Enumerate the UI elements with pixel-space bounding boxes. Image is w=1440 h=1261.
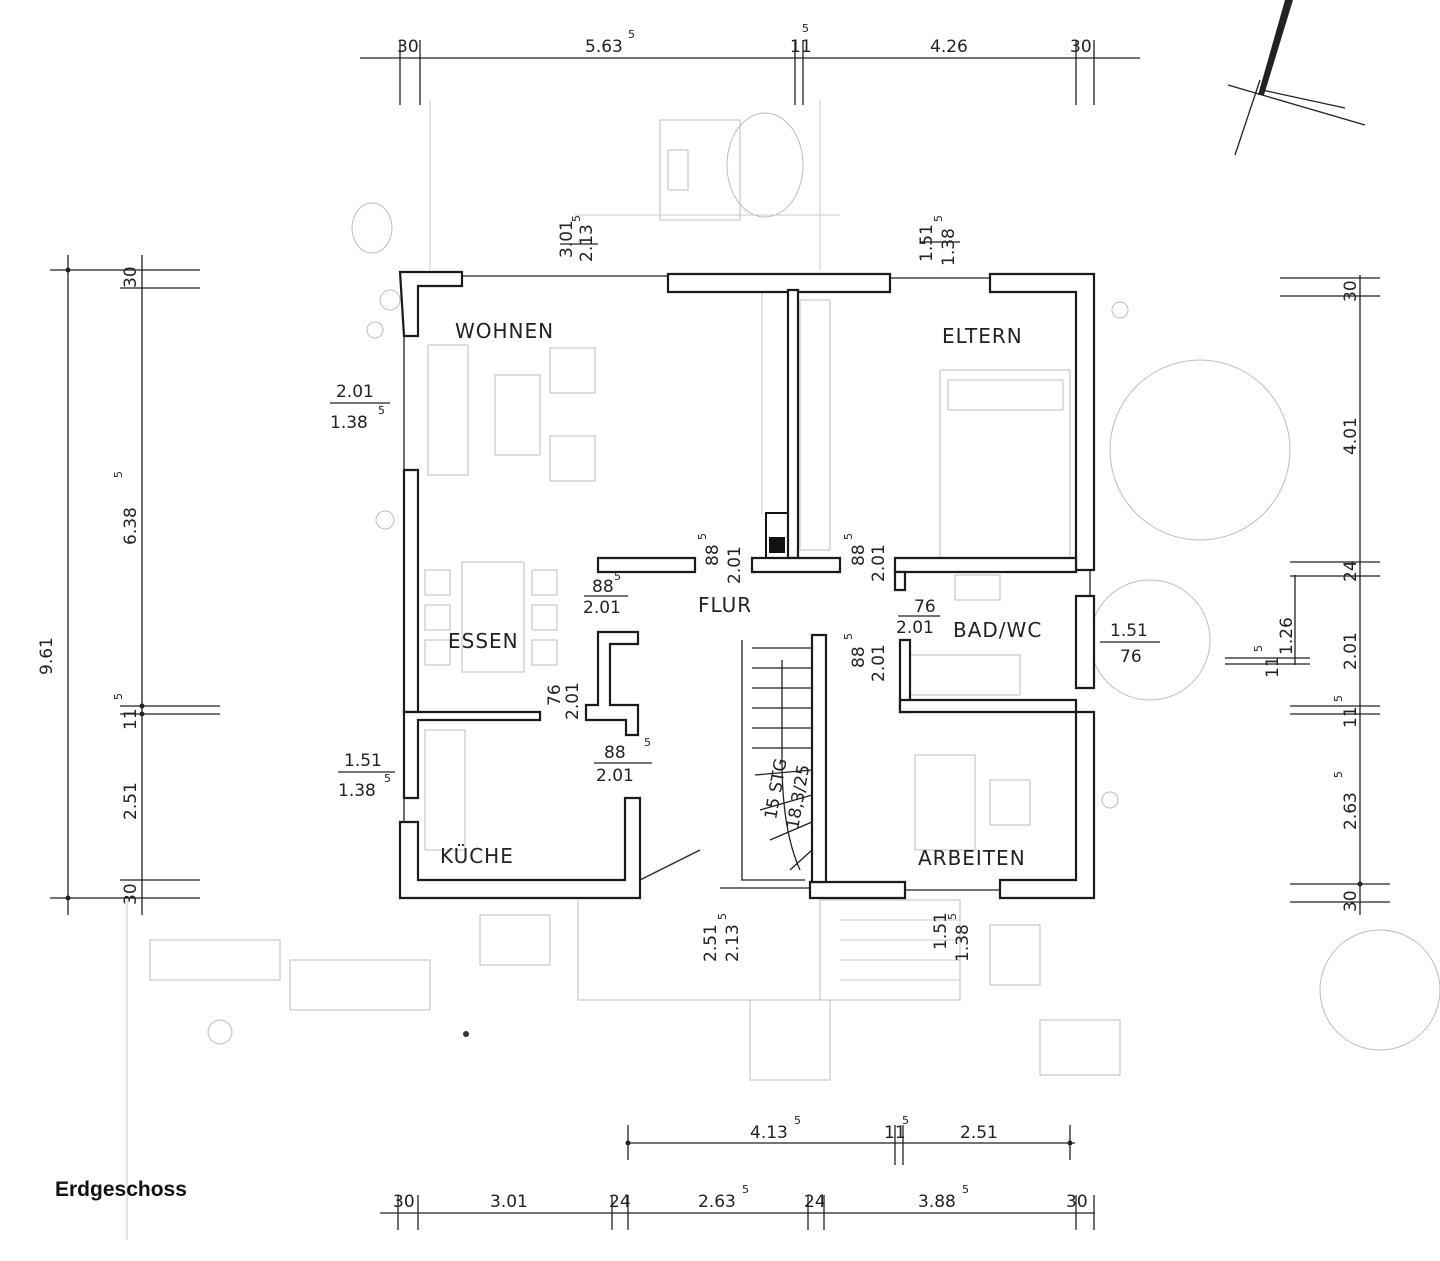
- dim-label: 4.13: [750, 1123, 788, 1143]
- dim-sup: 5: [1332, 695, 1345, 702]
- door-width: 76: [545, 684, 565, 706]
- dim-label: 30: [1341, 280, 1361, 302]
- dim-label: 11: [121, 708, 141, 730]
- door-width: 2.51: [701, 924, 721, 962]
- dim-sup: 5: [696, 533, 709, 540]
- dim-sup: 5: [614, 570, 621, 583]
- door-height: 2.01: [896, 618, 934, 638]
- dim-label: 11: [884, 1123, 906, 1143]
- dim-sup: 5: [378, 404, 385, 417]
- dimensions-bottom: 4.13 5 11 5 2.51 30 3.01 24 2.63 5 24 3.…: [393, 1114, 1088, 1212]
- dim-label: 1.26: [1277, 617, 1297, 655]
- dim-sup: 5: [842, 533, 855, 540]
- dim-label: 5.63: [585, 37, 623, 57]
- dimensions-top: 30 5.63 5 11 5 4.26 30: [397, 22, 1092, 57]
- door-height: 2.13: [723, 924, 743, 962]
- door-width: 88: [592, 577, 614, 597]
- dim-label: 11: [1263, 656, 1283, 678]
- dim-label: 24: [609, 1192, 631, 1212]
- dim-sup: 5: [902, 1114, 909, 1127]
- dim-sup: 5: [112, 693, 125, 700]
- dim-label: 9.61: [37, 637, 57, 675]
- dim-label: 4.01: [1341, 417, 1361, 455]
- dim-label: 30: [1070, 37, 1092, 57]
- dim-sup: 5: [962, 1183, 969, 1196]
- dim-label: 24: [1341, 560, 1361, 582]
- furniture: [424, 292, 1071, 851]
- dim-label: 3.01: [490, 1192, 528, 1212]
- dim-sup: 5: [794, 1114, 801, 1127]
- window-width: 2.01: [336, 382, 374, 402]
- window-height: 1.38: [939, 228, 959, 266]
- window-height: 1.38: [330, 413, 368, 433]
- door-width: 76: [914, 597, 936, 617]
- dimensions-right: 30 4.01 24 1.26 11 5 2.01 11 5 2.63 5 30: [1252, 280, 1361, 912]
- dim-label: 30: [393, 1192, 415, 1212]
- window-width: 1.51: [1110, 621, 1148, 641]
- room-label-bad-wc: BAD/WC: [953, 618, 1042, 642]
- room-label-flur: FLUR: [698, 593, 752, 617]
- dimension-lines: [50, 40, 1390, 1230]
- dim-sup: 5: [384, 772, 391, 785]
- drawing-caption: Erdgeschoss: [55, 1178, 187, 1201]
- door-width: 88: [604, 743, 626, 763]
- door-height: 2.01: [869, 644, 889, 682]
- room-label-arbeiten: ARBEITEN: [918, 846, 1026, 870]
- room-labels: WOHNEN ELTERN ESSEN FLUR BAD/WC KÜCHE AR…: [440, 319, 1042, 870]
- dim-label: 30: [121, 266, 141, 288]
- north-arrow-icon: [1227, 0, 1366, 156]
- door-height: 2.01: [596, 766, 634, 786]
- door-height: 2.01: [583, 598, 621, 618]
- dim-sup: 5: [628, 28, 635, 41]
- room-label-eltern: ELTERN: [942, 324, 1023, 348]
- dim-sup: 5: [742, 1183, 749, 1196]
- door-height: 2.01: [869, 544, 889, 582]
- dim-sup: 5: [946, 913, 959, 920]
- window-width: 1.51: [931, 912, 951, 950]
- dim-label: 30: [1066, 1192, 1088, 1212]
- window-height: 1.38: [338, 781, 376, 801]
- dim-sup: 5: [1332, 771, 1345, 778]
- door-height: 2.01: [725, 546, 745, 584]
- dim-sup: 5: [842, 633, 855, 640]
- window-height: 76: [1120, 647, 1142, 667]
- dimensions-left: 9.61 30 6.38 5 11 5 2.51 30: [37, 266, 141, 905]
- dim-label: 6.38: [121, 507, 141, 545]
- door-width: 88: [849, 544, 869, 566]
- window-width: 3.01: [557, 220, 577, 258]
- window-height: 1.38: [953, 924, 973, 962]
- dim-sup: 5: [802, 22, 809, 35]
- dim-sup: 5: [716, 913, 729, 920]
- dim-label: 2.51: [960, 1123, 998, 1143]
- walls: [398, 270, 1096, 1001]
- dim-label: 30: [121, 883, 141, 905]
- dim-sup: 5: [644, 736, 651, 749]
- dim-sup: 5: [570, 215, 583, 222]
- room-label-wohnen: WOHNEN: [455, 319, 554, 343]
- dim-label: 2.01: [1341, 632, 1361, 670]
- dim-label: 11: [1341, 706, 1361, 728]
- dim-label: 24: [804, 1192, 826, 1212]
- door-width: 88: [849, 646, 869, 668]
- door-height: 2.01: [563, 682, 583, 720]
- dim-label: 2.63: [698, 1192, 736, 1212]
- room-label-essen: ESSEN: [448, 629, 519, 653]
- window-width: 1.51: [344, 751, 382, 771]
- window-height: 2.13: [577, 224, 597, 262]
- dim-label: 2.51: [121, 782, 141, 820]
- dim-sup: 5: [1252, 645, 1265, 652]
- dim-label: 4.26: [930, 37, 968, 57]
- dim-label: 11: [790, 37, 812, 57]
- window-width: 1.51: [917, 224, 937, 262]
- dim-label: 30: [1341, 890, 1361, 912]
- dim-label: 30: [397, 37, 419, 57]
- dim-label: 3.88: [918, 1192, 956, 1212]
- room-label-kueche: KÜCHE: [440, 844, 514, 868]
- dim-sup: 5: [932, 215, 945, 222]
- background-sketch: [126, 100, 1440, 1240]
- door-width: 88: [703, 544, 723, 566]
- dim-label: 2.63: [1341, 792, 1361, 830]
- dim-sup: 5: [112, 471, 125, 478]
